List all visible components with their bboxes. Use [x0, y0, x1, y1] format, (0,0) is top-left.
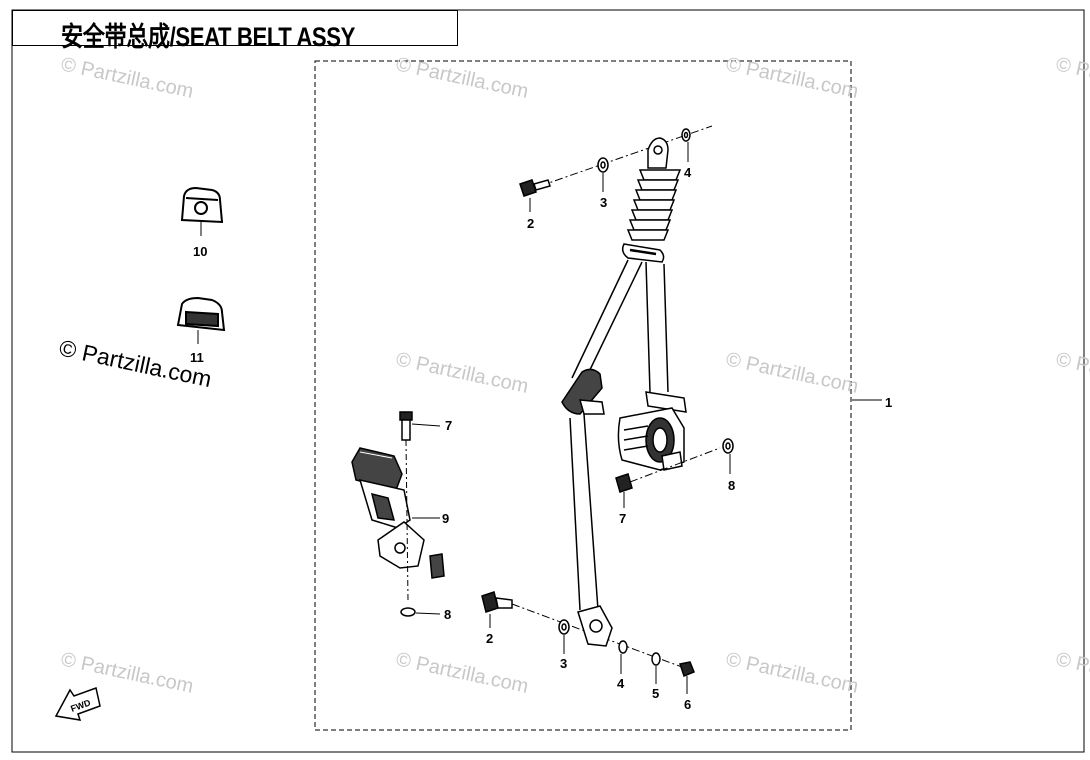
assembly-dashed-box	[314, 60, 852, 731]
callout-1: 1	[885, 395, 892, 410]
callout-5: 5	[652, 686, 659, 701]
watermark-1: © Partzilla.com	[59, 53, 195, 103]
watermark-6: © Partzilla.com	[724, 348, 860, 398]
callout-4-upper: 4	[684, 165, 692, 180]
outer-frame	[11, 9, 1085, 753]
callout-8-retractor: 8	[728, 478, 735, 493]
buckle-hardware	[399, 411, 441, 617]
belt-webbing	[569, 259, 669, 611]
upper-guide-bellows	[621, 137, 682, 263]
callouts: 1 2 2 3 3 4 4 5 6 7 7 8 8 9 10 11	[190, 165, 892, 712]
watermark-8: © Partzilla.com	[59, 648, 195, 698]
retractor	[617, 391, 687, 471]
watermark-5: © Partzilla.com	[394, 348, 530, 398]
callout-7-buckle: 7	[445, 418, 452, 433]
callout-4-lower: 4	[617, 676, 625, 691]
callout-2-upper: 2	[527, 216, 534, 231]
retractor-hardware	[615, 438, 734, 508]
callout-3-upper: 3	[600, 195, 607, 210]
callout-10: 10	[193, 244, 207, 259]
watermark-4: © Partzilla.com	[1054, 53, 1090, 103]
callout-11: 11	[190, 350, 204, 365]
title-box: 安全带总成/SEAT BELT ASSY	[12, 10, 458, 52]
callout-9: 9	[442, 511, 449, 526]
callout-3-lower: 3	[560, 656, 567, 671]
lower-anchor	[481, 591, 695, 694]
part-11-cap	[176, 296, 226, 344]
callout-8-buckle: 8	[444, 607, 451, 622]
upper-anchor-hardware	[519, 125, 713, 212]
watermark-7: © Partzilla.com	[1054, 348, 1090, 398]
watermark-10: © Partzilla.com	[724, 648, 860, 698]
fwd-arrow-icon: FWD	[54, 687, 101, 721]
callout-7-retractor: 7	[619, 511, 626, 526]
watermark-9: © Partzilla.com	[394, 648, 530, 698]
diagram-title: 安全带总成/SEAT BELT ASSY	[61, 22, 355, 52]
part-9-buckle	[351, 447, 445, 579]
callout-6: 6	[684, 697, 691, 712]
callout-2-lower: 2	[486, 631, 493, 646]
watermark-11: © Partzilla.com	[1054, 648, 1090, 698]
part-10-cap	[180, 186, 224, 236]
tongue-plate	[561, 368, 605, 415]
